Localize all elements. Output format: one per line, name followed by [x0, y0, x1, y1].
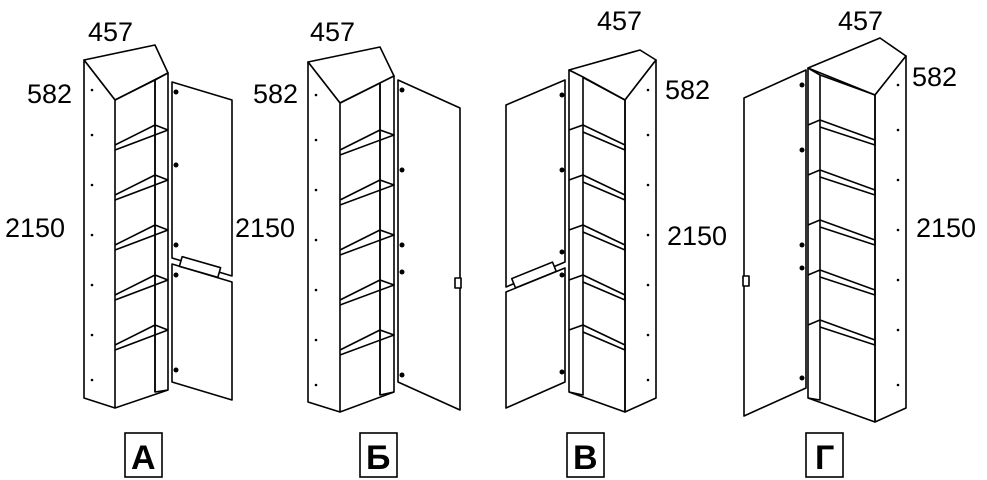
- variant-a: 457 582 2150 А: [5, 17, 233, 478]
- variant-d: 457 582 2150 Г: [742, 6, 976, 478]
- cabinet-body-c: [568, 49, 657, 413]
- height-dim-a: 2150: [5, 213, 65, 243]
- door-lower-c: [505, 267, 566, 409]
- variant-label-d: Г: [815, 439, 834, 477]
- variant-label-c: В: [573, 439, 598, 477]
- door-d: [742, 69, 807, 417]
- width-dim-c: 582: [665, 75, 710, 105]
- variant-c: 457 582 2150 В: [505, 6, 727, 478]
- cabinet-body-d: [807, 37, 907, 423]
- depth-dim-b: 457: [310, 17, 355, 47]
- depth-dim-d: 457: [838, 6, 883, 36]
- width-dim-a: 582: [27, 79, 72, 109]
- cabinet-body-a: [83, 44, 169, 409]
- variant-label-a: А: [131, 439, 156, 477]
- door-upper-c: [505, 79, 566, 289]
- depth-dim-a: 457: [88, 17, 133, 47]
- height-dim-c: 2150: [667, 221, 727, 251]
- variant-label-box-b: [359, 432, 398, 478]
- cabinet-body-b: [307, 46, 395, 413]
- variant-b: 457 582 2150 Б: [235, 17, 462, 478]
- variant-label-box-d: [805, 432, 844, 478]
- variant-label-box-c: [566, 432, 605, 478]
- depth-dim-c: 457: [597, 6, 642, 36]
- variant-label-box-a: [124, 432, 163, 478]
- width-dim-b: 582: [253, 79, 298, 109]
- height-dim-b: 2150: [235, 213, 295, 243]
- variant-label-b: Б: [366, 439, 390, 477]
- height-dim-d: 2150: [916, 213, 976, 243]
- width-dim-d: 582: [912, 62, 957, 92]
- door-upper-a: [171, 81, 233, 277]
- door-b: [397, 79, 462, 411]
- door-lower-a: [171, 255, 233, 401]
